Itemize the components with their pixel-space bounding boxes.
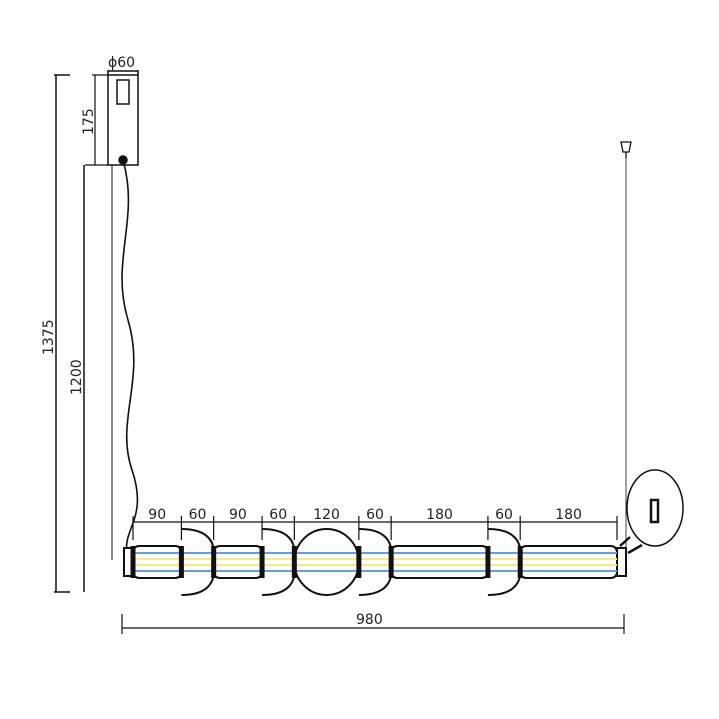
joint [517, 546, 523, 578]
joint [259, 546, 265, 578]
total-length-dimension [121, 614, 625, 634]
segment-length-label: 90 [148, 507, 166, 523]
drop-length-label: 1200 [69, 359, 85, 395]
segment-length-label: 60 [495, 507, 513, 523]
canopy-diameter-label: ϕ60 [108, 55, 135, 71]
segment-sphere [291, 528, 360, 596]
segment-tube [211, 545, 264, 579]
segment-tube [517, 545, 619, 579]
segment-length-label: 60 [366, 507, 384, 523]
joint [356, 546, 362, 578]
total-height-label: 1375 [41, 319, 57, 355]
segment-length-label: 120 [313, 507, 340, 523]
end-cap-right [616, 547, 627, 577]
segment-tube [130, 545, 183, 579]
joint [211, 546, 217, 578]
joint [388, 546, 394, 578]
joint [485, 546, 491, 578]
segment-dome [259, 528, 296, 596]
ceiling-hook-right [620, 141, 632, 548]
ceiling-canopy [107, 70, 139, 166]
joint [291, 546, 297, 578]
canopy-height-dimension [85, 74, 108, 166]
lamp-body [123, 528, 627, 596]
joint [130, 546, 136, 578]
total-height-dimension [54, 74, 85, 593]
segment-length-label: 180 [555, 507, 582, 523]
segment-length-label: 180 [426, 507, 453, 523]
joint [178, 546, 184, 578]
segment-tube [388, 545, 489, 579]
segment-dome [485, 528, 522, 596]
segment-length-label: 60 [189, 507, 207, 523]
segment-length-label: 90 [229, 507, 247, 523]
segment-length-label: 60 [269, 507, 287, 523]
segment-dome [356, 528, 393, 596]
canopy-height-label: 175 [81, 108, 97, 135]
power-cable [121, 159, 139, 557]
total-length-label: 980 [356, 612, 383, 628]
detail-callout [619, 469, 684, 555]
segment-dome [178, 528, 216, 596]
segment-dimensions: 90 60 90 60 120 60 180 60 180 [132, 507, 618, 540]
